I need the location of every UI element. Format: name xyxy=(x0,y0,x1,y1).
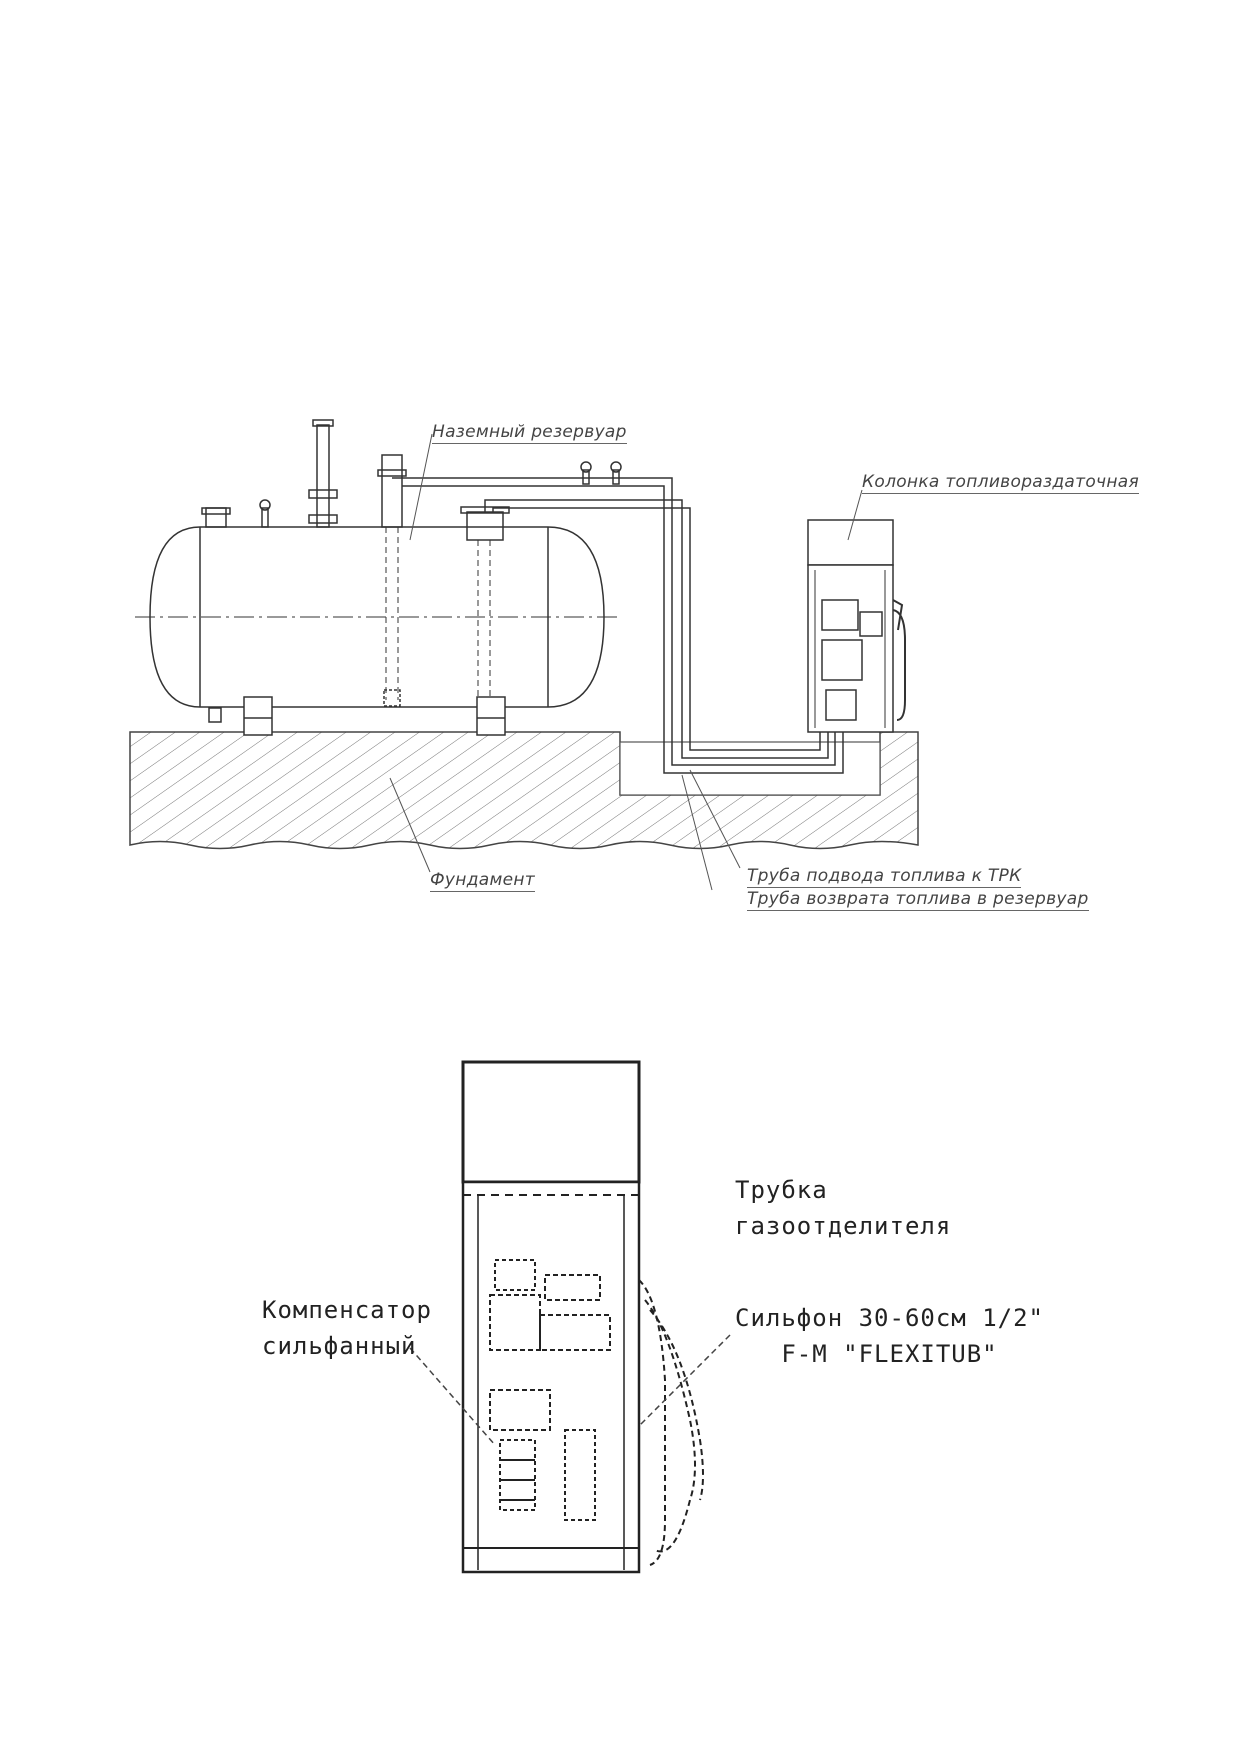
label-gas-separator-tube: Трубка газоотделителя xyxy=(735,1176,952,1240)
label-foundation: Фундамент xyxy=(430,870,535,892)
label-tank: Наземный резервуар xyxy=(432,422,627,444)
pipes xyxy=(392,477,844,774)
label-dispenser: Колонка топливораздаточная xyxy=(862,472,1140,494)
dispenser-detail xyxy=(461,1060,704,1574)
leaders-2 xyxy=(409,1334,731,1446)
leaders-1 xyxy=(389,433,863,891)
tank xyxy=(135,419,622,736)
dispenser xyxy=(807,519,906,733)
label-bellows: Сильфон 30-60см 1/2" F-M "FLEXITUB" xyxy=(735,1304,1044,1368)
label-compensator: Компенсатор сильфанный xyxy=(262,1296,432,1360)
label-supply-pipe: Труба подвода топлива к ТРК xyxy=(747,866,1022,888)
label-return-pipe: Труба возврата топлива в резервуар xyxy=(747,889,1089,911)
